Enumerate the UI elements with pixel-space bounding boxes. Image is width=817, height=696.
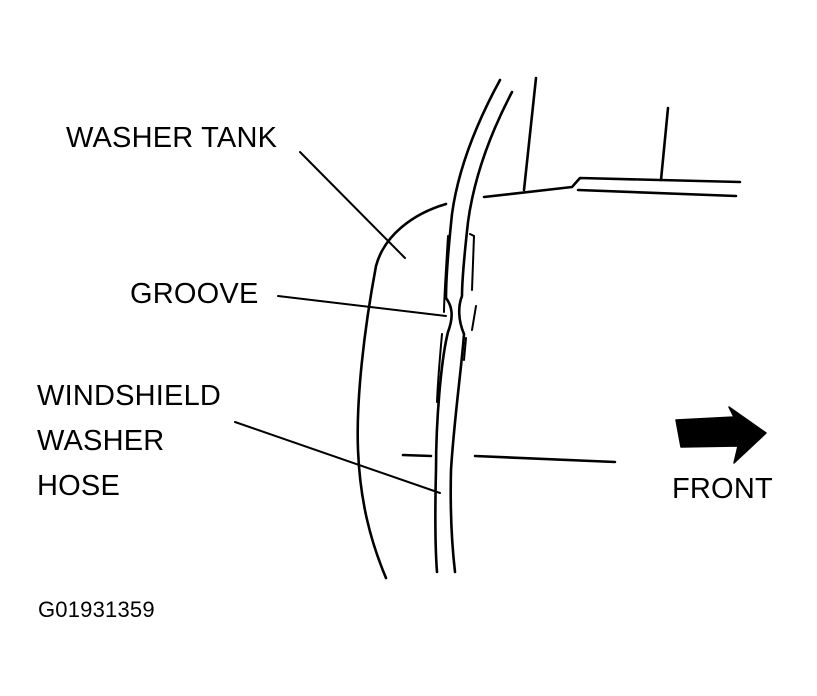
leader-groove bbox=[277, 295, 447, 317]
label-washer-tank: WASHER TANK bbox=[66, 122, 278, 154]
figure-code: G01931359 bbox=[38, 597, 155, 622]
label-hose-line-1: WINDSHIELD bbox=[37, 380, 222, 412]
label-windshield-washer-hose: WINDSHIELD WASHER HOSE bbox=[37, 374, 221, 509]
body-vertical-line-right bbox=[659, 106, 670, 182]
reference-line-short bbox=[401, 453, 433, 458]
body-panel-lower-line bbox=[576, 188, 738, 198]
body-vertical-line-left bbox=[522, 76, 538, 192]
front-arrow-icon bbox=[675, 406, 767, 464]
groove-right-mark bbox=[463, 233, 477, 361]
leader-washer-tank bbox=[299, 151, 406, 259]
groove-left-mark bbox=[436, 235, 449, 403]
label-hose-line-2: WASHER bbox=[37, 425, 165, 457]
hose-left-edge bbox=[434, 78, 502, 574]
label-hose-line-3: HOSE bbox=[37, 470, 120, 502]
washer-tank-outline bbox=[356, 202, 448, 580]
label-groove: GROOVE bbox=[130, 278, 259, 310]
leader-washer-hose bbox=[234, 421, 441, 494]
reference-line-long bbox=[473, 454, 617, 464]
hose-right-edge bbox=[449, 90, 514, 574]
label-front: FRONT bbox=[672, 473, 773, 505]
